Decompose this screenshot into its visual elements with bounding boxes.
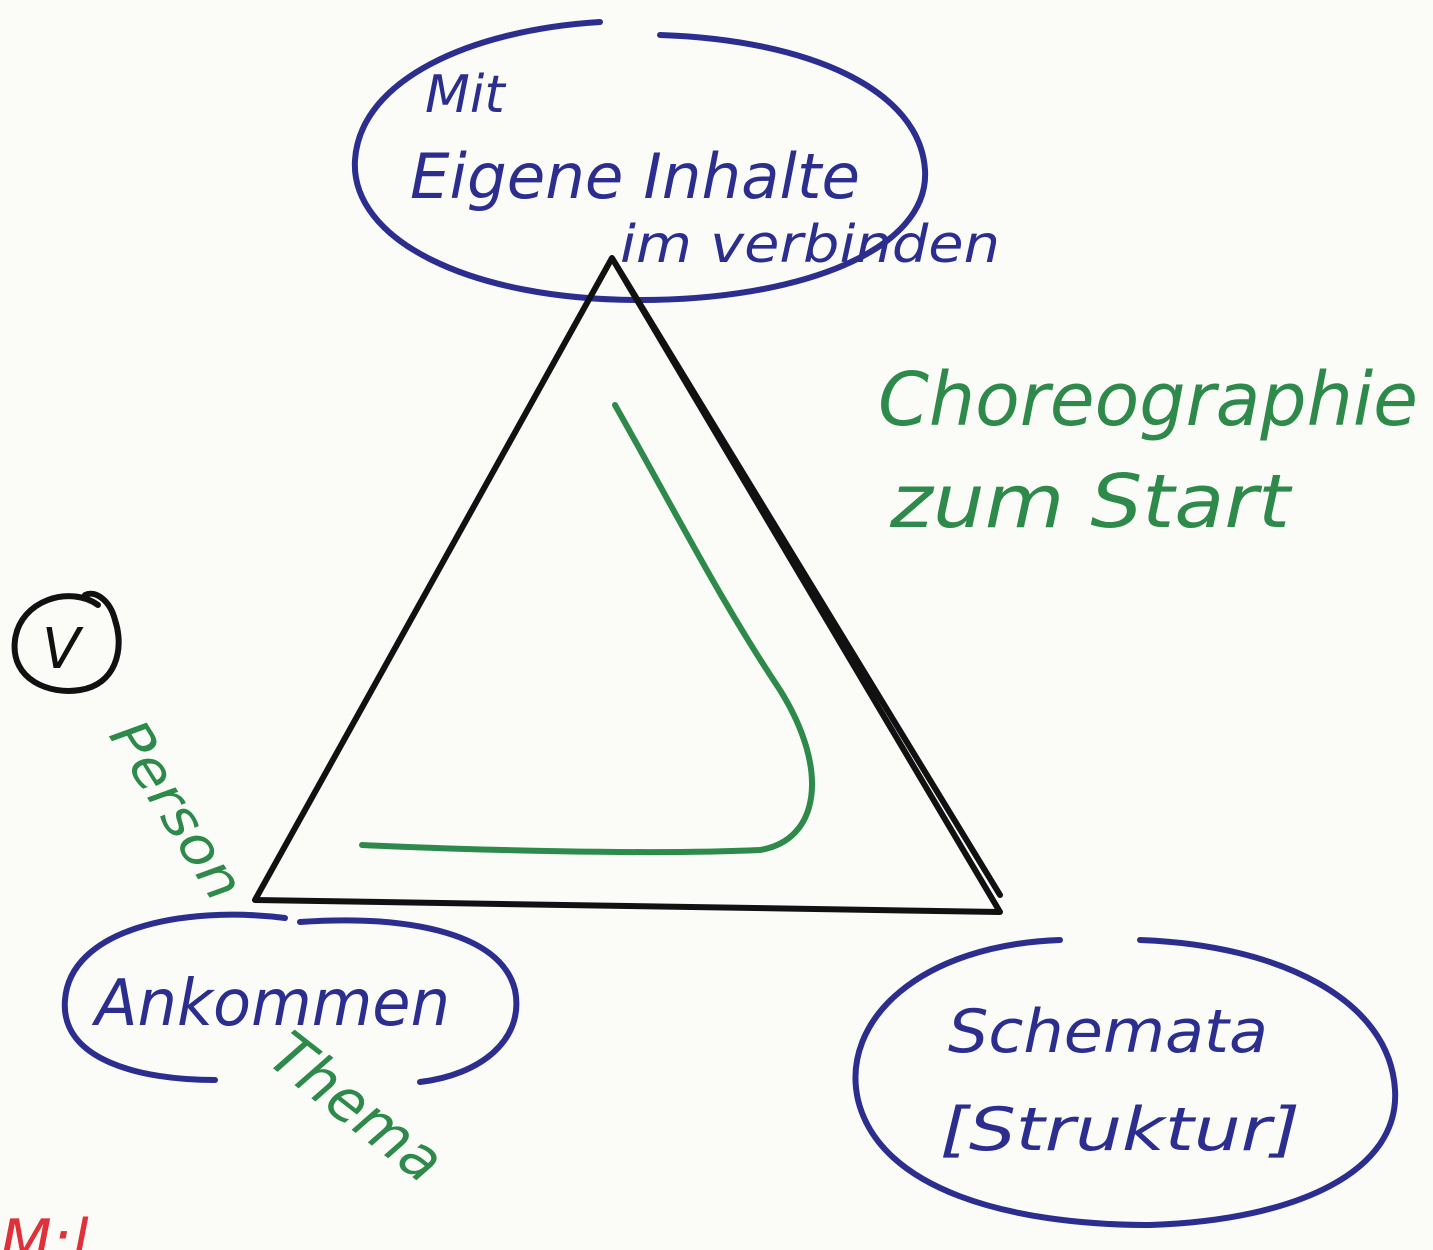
node-top-line2: Eigene Inhalte: [410, 140, 860, 213]
choreography-title-line1: Choreographie: [878, 357, 1418, 443]
node-bottom-left-label: Ankommen: [91, 967, 450, 1041]
triangle-outline: [252, 255, 1003, 915]
node-bottom-right-ellipse: [852, 937, 1399, 1229]
edge-label-thema: Thema: [256, 1019, 457, 1197]
node-top-line3: im verbinden: [620, 215, 1000, 275]
choreography-title: Choreographie zum Start: [878, 357, 1418, 545]
corner-fragment: M:l: [0, 1207, 89, 1250]
check-circle-icon: [11, 590, 122, 694]
node-bottom-right-line1: Schemata: [948, 997, 1268, 1067]
node-bottom-left-ellipse: [61, 911, 520, 1085]
node-top: Mit Eigene Inhalte im verbinden: [351, 19, 1000, 304]
inner-green-curve: [359, 402, 816, 856]
edge-label-person: Person: [97, 709, 256, 912]
check-mark-badge: V: [11, 590, 122, 694]
node-bottom-right: Schemata [Struktur]: [852, 937, 1399, 1229]
node-bottom-left: Ankommen: [61, 911, 520, 1085]
choreography-title-line2: zum Start: [889, 459, 1293, 545]
node-bottom-right-line2: [Struktur]: [940, 1095, 1300, 1165]
node-top-line1: Mit: [425, 65, 506, 125]
check-mark-label: V: [42, 617, 84, 682]
